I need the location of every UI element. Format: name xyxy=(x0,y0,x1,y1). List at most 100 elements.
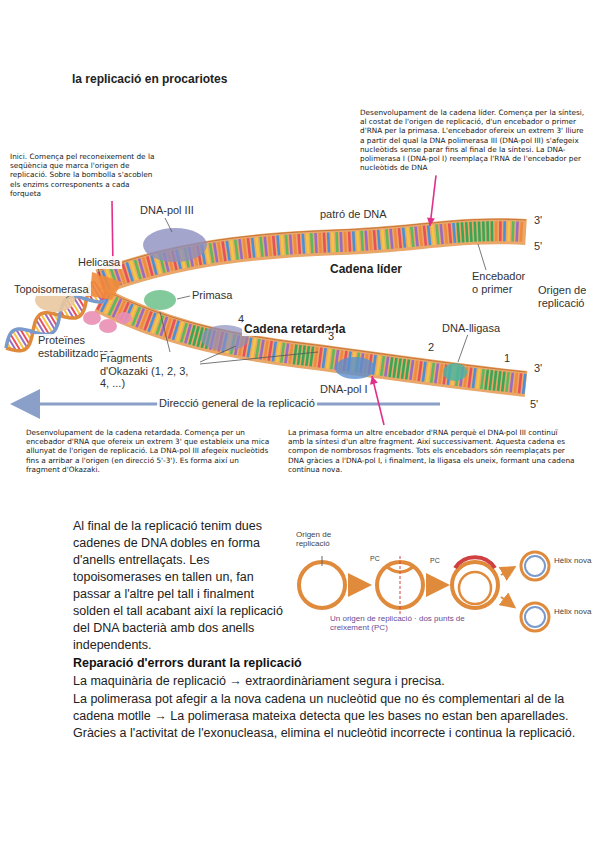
leader-lines xyxy=(66,218,486,364)
base-pair xyxy=(239,239,241,259)
base-pair xyxy=(473,368,475,388)
base-pair xyxy=(445,224,447,244)
base-pair xyxy=(494,371,496,391)
figure-label: PC xyxy=(430,557,440,565)
base-pair xyxy=(469,368,471,388)
direction-label: Direcció general de la replicació xyxy=(157,397,317,410)
base-pair xyxy=(432,225,434,245)
base-pair xyxy=(252,338,255,358)
primase-blob xyxy=(144,290,176,310)
base-pair xyxy=(294,234,295,254)
part-label: patró de DNA xyxy=(318,208,389,221)
part-label: DNA-pol I xyxy=(318,383,370,396)
base-pair xyxy=(477,369,479,389)
base-pair xyxy=(277,342,280,362)
dna-pol-iii-blob xyxy=(143,228,207,262)
base-pair xyxy=(256,339,259,359)
base-pair xyxy=(210,243,213,263)
base-pair xyxy=(252,238,254,258)
base-pair xyxy=(285,343,288,363)
base-pair xyxy=(415,361,418,381)
base-pair xyxy=(348,232,352,252)
base-pair xyxy=(410,360,413,380)
paragraph: La maquinària de replicació → extraordin… xyxy=(73,673,598,690)
base-pair xyxy=(466,222,467,242)
dna-strands xyxy=(6,219,526,394)
base-pair xyxy=(286,235,287,255)
base-pair xyxy=(390,357,393,377)
base-pair xyxy=(269,341,272,361)
base-pair xyxy=(521,222,522,242)
base-pair xyxy=(339,232,342,252)
base-pair xyxy=(519,373,521,393)
annotation: Desenvolupament de la cadena retardada. … xyxy=(26,428,271,474)
base-pair xyxy=(506,372,508,392)
callout-number: 2 xyxy=(426,341,436,354)
base-pair xyxy=(357,231,358,251)
base-pair xyxy=(260,340,263,360)
base-pair xyxy=(327,349,330,369)
figure-label: Hèlix nova xyxy=(554,556,594,565)
base-pair xyxy=(235,240,237,260)
base-pair xyxy=(290,344,293,364)
base-pair xyxy=(223,241,226,261)
base-pair xyxy=(306,346,309,366)
base-pair xyxy=(261,237,263,257)
base-pair xyxy=(281,343,284,363)
figure-caption: Un origen de replicació · dos punts de c… xyxy=(330,614,490,632)
base-pair xyxy=(440,364,443,384)
annotation: La primasa forma un altre encebador d'RN… xyxy=(288,428,576,474)
ligase-blob xyxy=(443,363,467,381)
base-pair xyxy=(499,221,502,241)
base-pair xyxy=(490,370,492,390)
base-pair xyxy=(523,374,525,394)
base-pair xyxy=(403,228,405,248)
base-pair xyxy=(382,230,384,250)
base-pair xyxy=(377,356,380,376)
base-pair xyxy=(411,227,413,247)
base-pair xyxy=(331,349,334,369)
part-label: Encebador o primer xyxy=(470,270,532,295)
end-label: 3' xyxy=(532,362,544,375)
base-pair xyxy=(265,237,267,257)
base-pair xyxy=(462,222,463,242)
stabilizing-protein xyxy=(83,311,101,325)
base-pair xyxy=(327,232,330,252)
base-pair xyxy=(402,359,405,379)
end-label: 5' xyxy=(532,240,544,253)
base-pair xyxy=(386,229,388,249)
base-pair xyxy=(441,224,443,244)
strand-edge xyxy=(100,219,526,270)
base-pair xyxy=(419,361,422,381)
base-pair xyxy=(398,358,401,378)
base-pair xyxy=(277,235,279,255)
base-pair xyxy=(307,233,308,253)
strand-label: Cadena líder xyxy=(328,262,404,276)
base-pair xyxy=(470,222,471,242)
base-pair xyxy=(378,230,380,250)
base-pair xyxy=(335,232,338,252)
base-pair xyxy=(282,235,283,255)
base-pair xyxy=(248,238,250,258)
arrow-head xyxy=(427,218,435,226)
base-pair xyxy=(381,356,384,376)
base-pair xyxy=(311,233,312,253)
end-label: 5' xyxy=(528,398,540,411)
section-heading: Reparació d'errors durant la replicació xyxy=(73,655,302,672)
base-pair xyxy=(515,222,518,242)
base-pair xyxy=(435,363,438,383)
base-pair xyxy=(370,230,371,250)
base-pair xyxy=(420,226,422,246)
base-pair xyxy=(495,221,498,241)
base-pair xyxy=(424,226,426,246)
base-pair xyxy=(344,232,347,252)
base-pair xyxy=(416,227,418,247)
base-pair xyxy=(498,371,500,391)
base-pair xyxy=(269,236,271,256)
base-pair xyxy=(407,227,409,247)
base-pair xyxy=(227,241,230,261)
base-pair xyxy=(473,222,476,242)
base-pair xyxy=(319,348,322,368)
base-pair xyxy=(458,223,459,243)
dna-pol-i-blob xyxy=(335,357,375,379)
